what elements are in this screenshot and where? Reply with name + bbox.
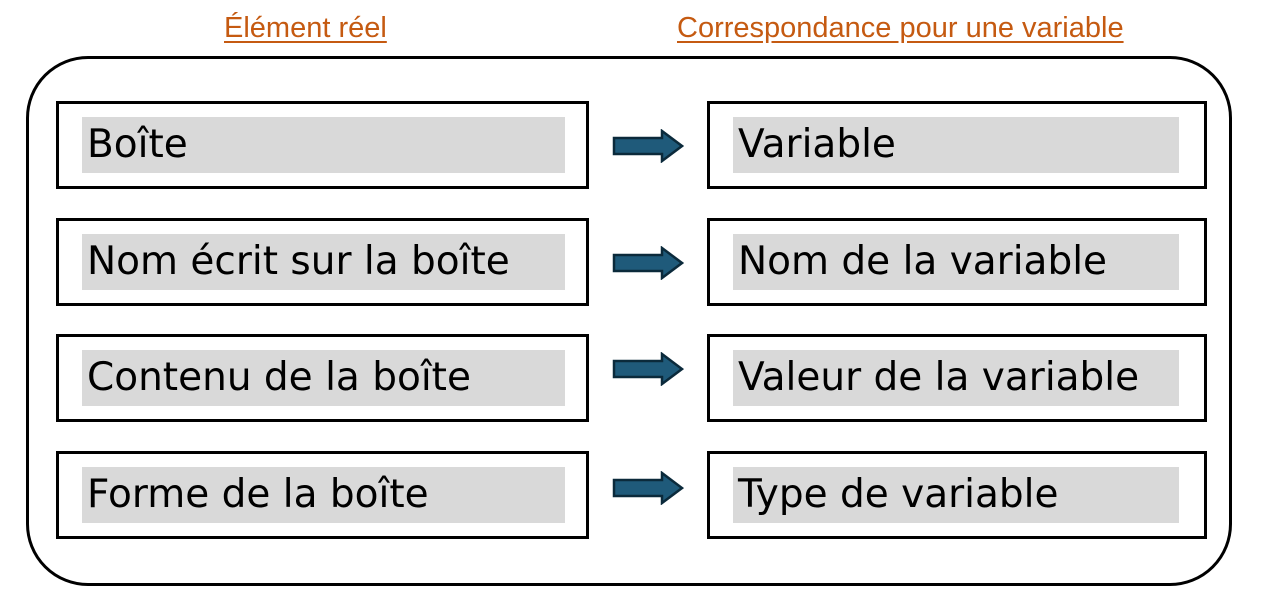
element-label-shape: Forme de la boîte [82,467,565,523]
element-label-content: Contenu de la boîte [82,350,565,406]
correspondence-label-variable: Variable [733,117,1179,173]
correspondence-label-variable-value: Valeur de la variable [733,350,1179,406]
header-variable-correspondence: Correspondance pour une variable [677,12,1124,44]
element-label-name: Nom écrit sur la boîte [82,234,565,290]
right-arrow-icon [612,246,684,280]
correspondence-box-variable-type: Type de variable [707,451,1207,539]
right-arrow-icon [612,129,684,163]
mapping-frame [26,56,1232,586]
element-box-shape: Forme de la boîte [56,451,589,539]
element-label-box: Boîte [82,117,565,173]
header-real-element: Élément réel [224,12,387,44]
element-box-box: Boîte [56,101,589,189]
element-box-content: Contenu de la boîte [56,334,589,422]
correspondence-box-variable-value: Valeur de la variable [707,334,1207,422]
element-box-name: Nom écrit sur la boîte [56,218,589,306]
correspondence-label-variable-type: Type de variable [733,467,1179,523]
right-arrow-icon [612,352,684,386]
correspondence-label-variable-name: Nom de la variable [733,234,1179,290]
right-arrow-icon [612,471,684,505]
correspondence-box-variable: Variable [707,101,1207,189]
correspondence-box-variable-name: Nom de la variable [707,218,1207,306]
